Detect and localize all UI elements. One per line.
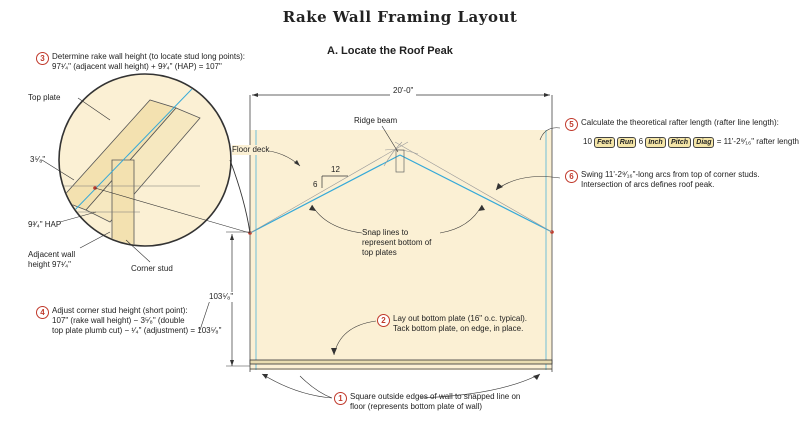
step-4-line2: 107" (rake wall height) − 3⁵⁄₈" (double bbox=[52, 316, 185, 325]
step-5-callout: 5 Calculate the theoretical rafter lengt… bbox=[565, 118, 799, 148]
step1-leader-right-arrow bbox=[533, 374, 540, 380]
floor-deck-arrow bbox=[294, 160, 300, 166]
step1-leader-left bbox=[261, 373, 333, 399]
step1-leader-right bbox=[419, 373, 541, 399]
top-plate-leader bbox=[77, 97, 111, 121]
step5-leader bbox=[539, 127, 561, 141]
slope-run-label: 6 bbox=[313, 180, 318, 189]
snap-leader-right-arrow bbox=[478, 205, 485, 211]
detail-connector-2 bbox=[94, 187, 251, 234]
key-inch: Inch bbox=[645, 137, 666, 148]
snap-line-right bbox=[399, 154, 553, 233]
step-1-number: 1 bbox=[334, 392, 347, 405]
calc-mid: 6 bbox=[638, 137, 644, 146]
corner-stud-leader bbox=[125, 239, 151, 263]
ridge-beam bbox=[395, 149, 405, 173]
step-4-callout: 4 Adjust corner stud height (short point… bbox=[36, 306, 221, 336]
step4-leader bbox=[199, 299, 211, 331]
wall-area bbox=[250, 130, 552, 370]
floor-deck-label: Floor deck bbox=[232, 145, 270, 155]
step-6-number: 6 bbox=[565, 170, 578, 183]
corner-stud-label: Corner stud bbox=[131, 264, 173, 273]
height-dim-arrow-top bbox=[230, 234, 234, 240]
height-dim-arrow-bottom bbox=[230, 360, 234, 366]
wall-height-dimension-label: 103⁵⁄₈" bbox=[209, 292, 234, 302]
plate-dimension-label: 3⁵⁄₈" bbox=[30, 155, 46, 164]
step-6-line1: Swing 11'-2⁹⁄₁₆"-long arcs from top of c… bbox=[581, 170, 760, 179]
diagram-title: Rake Wall Framing Layout bbox=[282, 8, 518, 26]
detail-corner-stud bbox=[111, 159, 135, 245]
bottom-plate bbox=[249, 359, 553, 365]
detail-magnifier bbox=[41, 73, 251, 263]
width-dimension-label: 20'-0" bbox=[390, 86, 417, 96]
section-subtitle: A. Locate the Roof Peak bbox=[327, 45, 453, 57]
arc-swing-left bbox=[383, 141, 403, 167]
snap-line-left bbox=[249, 154, 401, 234]
step-2-number: 2 bbox=[377, 314, 390, 327]
step-3-line1: Determine rake wall height (to locate st… bbox=[52, 52, 245, 61]
key-pitch: Pitch bbox=[667, 137, 692, 148]
step-2-callout: 2 Lay out bottom plate (16" o.c. typical… bbox=[377, 314, 543, 334]
width-dim-arrow-right bbox=[544, 93, 550, 97]
step1-leader-mid bbox=[299, 375, 333, 399]
hap-leader bbox=[59, 211, 97, 223]
arc-guide-right bbox=[394, 141, 553, 233]
step-4-line3: top plate plumb cut) − ¹⁄₄" (adjustment)… bbox=[52, 326, 222, 335]
step2-leader-arrow bbox=[331, 348, 337, 355]
dim-3-5-8-leader bbox=[41, 159, 75, 181]
key-feet: Feet bbox=[594, 137, 615, 148]
calc-start: 10 bbox=[583, 137, 592, 146]
adjacent-wall-label: Adjacent wall height 97¹⁄₄" bbox=[28, 250, 76, 269]
step-4-line1: Adjust corner stud height (short point): bbox=[52, 306, 188, 315]
snap-leader-left-arrow bbox=[309, 205, 316, 211]
key-diag: Diag bbox=[693, 137, 715, 148]
hap-label: 9³⁄₄" HAP bbox=[28, 220, 62, 229]
adjacent-leader bbox=[79, 231, 111, 249]
arc-guide-left bbox=[249, 141, 409, 234]
step-5-line1: Calculate the theoretical rafter length … bbox=[581, 118, 779, 127]
ridge-beam-label: Ridge beam bbox=[354, 116, 398, 125]
step1-leader-left-arrow bbox=[262, 374, 268, 379]
step-2-text: Lay out bottom plate (16" o.c. typical).… bbox=[393, 314, 528, 333]
calc-end: = 11'-2⁹⁄₁₆" rafter length bbox=[716, 137, 799, 146]
step-3-callout: 3 Determine rake wall height (to locate … bbox=[36, 52, 245, 72]
step6-leader-arrow bbox=[496, 183, 503, 190]
step-5-number: 5 bbox=[565, 118, 578, 131]
step-1-text: Square outside edges of wall to snapped … bbox=[350, 392, 521, 411]
snap-lines-label: Snap lines to represent bottom of top pl… bbox=[362, 228, 432, 257]
step-6-callout: 6 Swing 11'-2⁹⁄₁₆"-long arcs from top of… bbox=[565, 170, 760, 190]
top-plate-label: Top plate bbox=[28, 93, 61, 102]
step-3-number: 3 bbox=[36, 52, 49, 65]
step-1-callout: 1 Square outside edges of wall to snappe… bbox=[334, 392, 530, 412]
slope-rise-label: 12 bbox=[331, 165, 340, 174]
calculator-sequence: 10 Feet Run 6 Inch Pitch Diag = 11'-2⁹⁄₁… bbox=[583, 137, 799, 148]
step-3-line2: 97¹⁄₄" (adjacent wall height) + 9³⁄₄" (H… bbox=[52, 62, 222, 71]
step-6-line2: Intersection of arcs defines roof peak. bbox=[581, 180, 715, 189]
key-run: Run bbox=[616, 137, 637, 148]
step-4-number: 4 bbox=[36, 306, 49, 319]
width-dim-arrow-left bbox=[252, 93, 258, 97]
detail-connector bbox=[229, 159, 251, 234]
ridge-leader bbox=[381, 125, 399, 153]
